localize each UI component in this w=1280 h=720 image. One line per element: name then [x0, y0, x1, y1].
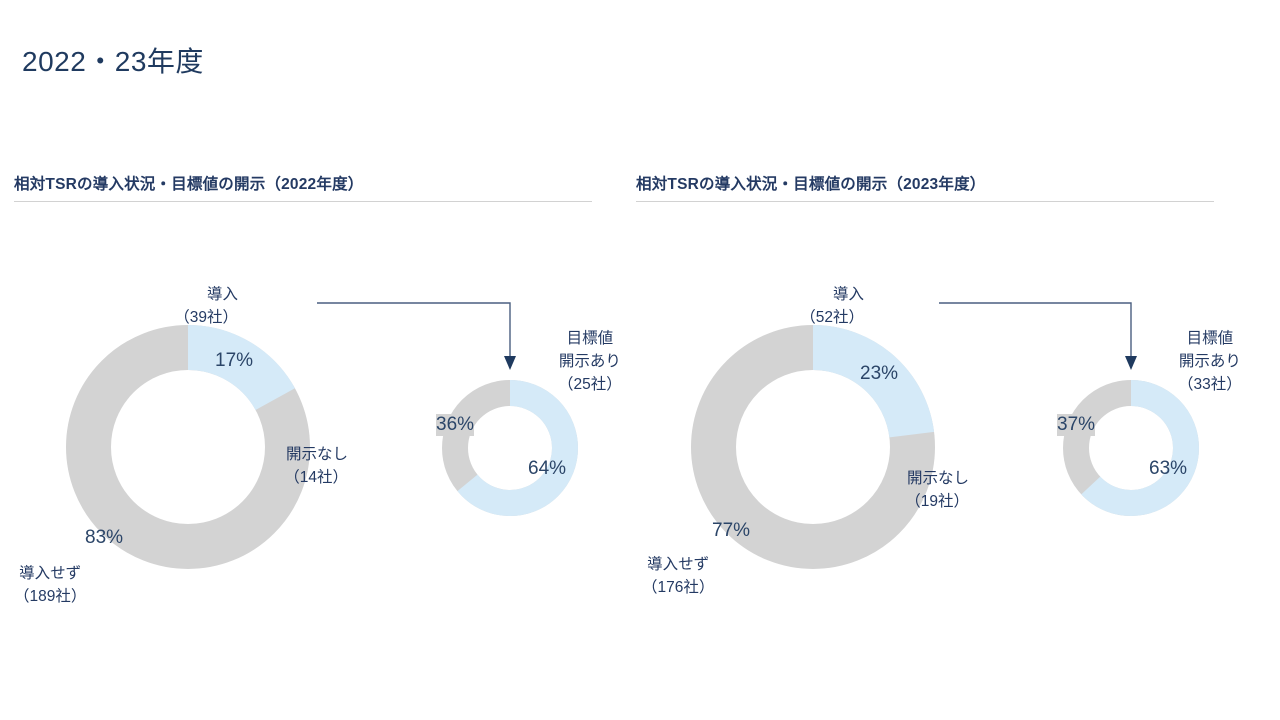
adoption-gray-label-2022: 導入せず （189社）	[14, 562, 86, 608]
disclosure-donut-2023	[1063, 380, 1199, 516]
panel-header-2023: 相対TSRの導入状況・目標値の開示（2023年度）	[636, 176, 986, 193]
disclosure-blue-percent-2022: 64%	[528, 458, 567, 479]
label-line: 導入せず	[647, 556, 710, 573]
label-line: （176社）	[642, 579, 715, 596]
donut-segment-blue	[442, 380, 578, 516]
adoption-blue-label-2023: 導入 （52社）	[800, 283, 864, 329]
disclosure-gray-percent-2023: 37%	[1057, 414, 1096, 436]
disclosure-blue-label-2022: 目標値 開示あり （25社）	[558, 327, 622, 396]
disclosure-gray-label-2022: 開示なし （14社）	[284, 443, 348, 489]
label-line: （39社）	[174, 309, 238, 326]
page-title: 2022・23年度	[22, 46, 204, 77]
label-line: 目標値	[566, 330, 614, 347]
disclosure-donut-2022	[442, 380, 578, 516]
label-line: 導入せず	[19, 565, 82, 582]
label-line: 導入	[206, 286, 238, 303]
adoption-gray-label-2023: 導入せず （176社）	[642, 553, 714, 599]
adoption-gray-percent-2022: 83%	[85, 527, 124, 548]
label-line: 開示あり	[1178, 353, 1241, 370]
donut-segment-blue	[66, 325, 310, 569]
adoption-blue-label-2022: 導入 （39社）	[174, 283, 238, 329]
label-line: 開示なし	[906, 470, 969, 487]
chart-panel-2023: 相対TSRの導入状況・目標値の開示（2023年度） 23% 77% 導入 （52…	[622, 0, 1242, 720]
disclosure-gray-label-2023: 開示なし （19社）	[905, 467, 969, 513]
label-line: 導入	[832, 286, 864, 303]
adoption-blue-percent-2022: 17%	[215, 350, 254, 371]
chart-panel-2022: 相対TSRの導入状況・目標値の開示（2022年度） 17% 83% 導入 （39…	[0, 0, 622, 720]
disclosure-blue-percent-2023: 63%	[1149, 458, 1188, 479]
label-line: （52社）	[800, 309, 864, 326]
adoption-donut-2022	[66, 325, 310, 569]
donut-segment-blue	[691, 325, 935, 569]
adoption-blue-percent-2023: 23%	[860, 363, 899, 384]
panel-header-rule	[14, 201, 592, 202]
adoption-gray-percent-2023: 77%	[712, 520, 751, 541]
label-line: （14社）	[284, 469, 348, 486]
label-line: （25社）	[558, 376, 622, 393]
label-line: （189社）	[14, 588, 87, 605]
label-line: （33社）	[1178, 376, 1242, 393]
disclosure-gray-percent-2022: 36%	[436, 414, 475, 436]
label-line: 開示なし	[285, 446, 348, 463]
donut-segment-blue	[1063, 380, 1199, 516]
panel-header-2022: 相対TSRの導入状況・目標値の開示（2022年度）	[14, 176, 364, 193]
label-line: 目標値	[1186, 330, 1234, 347]
label-line: 開示あり	[558, 353, 621, 370]
disclosure-blue-label-2023: 目標値 開示あり （33社）	[1178, 327, 1242, 396]
adoption-donut-2023	[691, 325, 935, 569]
label-line: （19社）	[905, 493, 969, 510]
panel-header-rule	[636, 201, 1214, 202]
